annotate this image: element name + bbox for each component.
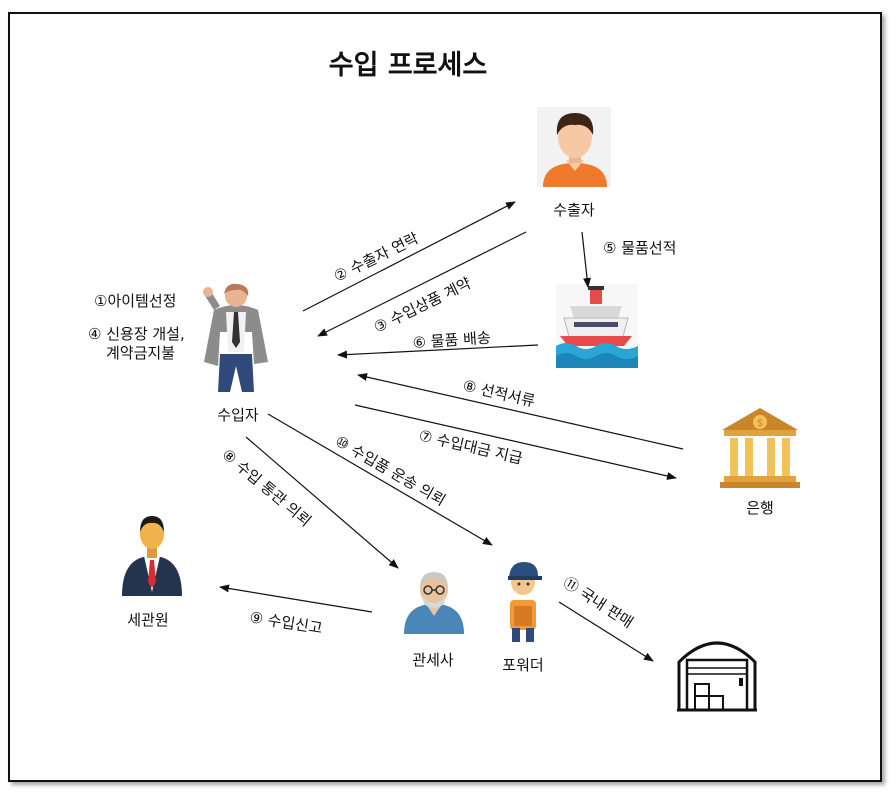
arrow-delivery: [337, 344, 539, 359]
flow-arrows: [219, 201, 684, 662]
warehouse-icon: [677, 641, 757, 712]
arrow-clearance-request: [245, 436, 399, 569]
bank-building-icon: $: [720, 408, 800, 488]
note-letter-of-credit: ④ 신용장 개설,: [88, 325, 185, 343]
arrow-import-contract: [317, 231, 527, 337]
arrow-import-declaration: [219, 584, 373, 613]
customs-broker-label: 관세사: [412, 651, 454, 669]
elderly-man-icon: [404, 572, 464, 634]
arrow-contact-exporter: [302, 201, 516, 312]
exporter-label: 수출자: [553, 201, 595, 219]
arrow-domestic-sale: [558, 601, 654, 662]
delivery-worker-icon: [508, 562, 542, 642]
diagram-title: 수입 프로세스: [329, 50, 487, 81]
svg-text:$: $: [757, 418, 763, 429]
step-payment: ⑦ 수입대금 지급: [417, 426, 524, 467]
customs-officer-label: 세관원: [127, 611, 168, 629]
arrow-shipping-documents: [357, 373, 684, 450]
bank-label: 은행: [746, 499, 774, 517]
step-domestic-sale: ⑪ 국내 판매: [560, 573, 637, 632]
step-shipment: ⑤ 물품선적: [603, 239, 676, 257]
forwarder-label: 포워더: [502, 656, 543, 674]
step-delivery: ⑥ 물품 배송: [412, 329, 491, 352]
step-shipping-documents: ⑧ 선적서류: [461, 376, 537, 410]
frustrated-man-icon: [203, 283, 268, 392]
note-deposit-payment: 계약금지불: [106, 344, 175, 362]
note-item-selection: ①아이템선정: [94, 292, 176, 310]
step-import-declaration: ⑨ 수입신고: [248, 608, 323, 637]
cruise-ship-icon: [556, 284, 638, 368]
arrow-transport-request: [267, 413, 493, 546]
businessman-icon: [122, 516, 182, 596]
arrow-payment: [354, 404, 677, 480]
person-avatar-icon: [537, 107, 611, 187]
arrow-shipment: [581, 231, 592, 288]
step-clearance-request: ⑧ 수입 통관 의뢰: [218, 445, 314, 530]
importer-label: 수입자: [217, 406, 259, 424]
